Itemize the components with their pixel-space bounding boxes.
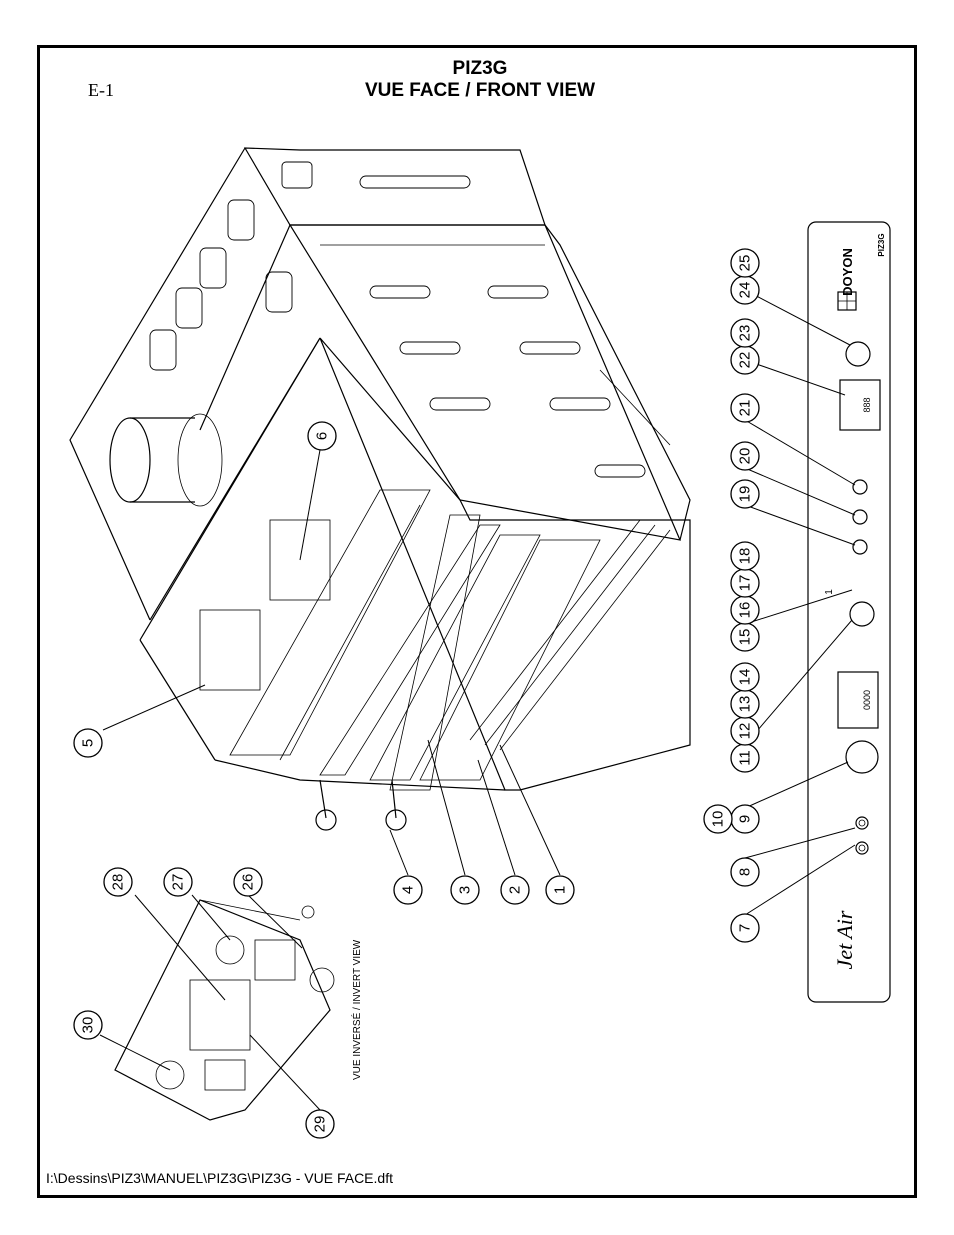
svg-text:17: 17: [737, 575, 754, 592]
drawing-title-view: VUE FACE / FRONT VIEW: [364, 80, 596, 101]
invert-view-detail: VUE INVERSÉ / INVERT VIEW: [114, 899, 363, 1121]
callout-14: 14: [730, 662, 760, 692]
callout-2: 2: [500, 875, 530, 905]
svg-text:8: 8: [737, 868, 754, 876]
svg-text:24: 24: [737, 282, 754, 299]
file-path: I:\Dessins\PIZ3\MANUEL\PIZ3G\PIZ3G - VUE…: [46, 1170, 393, 1186]
svg-text:29: 29: [312, 1116, 329, 1133]
drawing-title-model: PIZ3G: [452, 58, 508, 79]
invert-view-label: VUE INVERSÉ / INVERT VIEW: [350, 939, 363, 1080]
sheet-id: E-1: [88, 80, 114, 100]
callout-21: 21: [730, 393, 760, 423]
callout-5: 5: [73, 728, 103, 758]
callout-3: 3: [450, 875, 480, 905]
callout-24: 24: [730, 275, 760, 305]
product-name: Jet Air: [832, 910, 857, 969]
svg-text:28: 28: [110, 874, 127, 891]
model-label: PIZ3G: [877, 233, 886, 256]
svg-text:1: 1: [552, 886, 569, 894]
callout-27: 27: [163, 867, 193, 897]
callout-4: 4: [393, 875, 423, 905]
svg-text:12: 12: [737, 723, 754, 740]
svg-text:22: 22: [737, 352, 754, 369]
callout-30: 30: [73, 1010, 103, 1040]
svg-text:23: 23: [737, 325, 754, 342]
svg-text:16: 16: [737, 602, 754, 619]
callout-17: 17: [730, 568, 760, 598]
svg-text:4: 4: [400, 886, 417, 894]
control-panel: DOYON PIZ3G Jet Air 888 0000 1: [807, 221, 891, 1003]
svg-text:27: 27: [170, 874, 187, 891]
svg-text:2: 2: [507, 886, 524, 894]
callout-10: 10: [703, 804, 733, 834]
svg-text:3: 3: [457, 886, 474, 894]
callout-11: 11: [730, 743, 760, 773]
switch-position-label: 1: [824, 589, 835, 595]
svg-text:15: 15: [737, 629, 754, 646]
callout-15: 15: [730, 622, 760, 652]
callout-8: 8: [730, 857, 760, 887]
brand-logo-text: DOYON: [840, 248, 855, 296]
callout-1: 1: [545, 875, 575, 905]
svg-text:21: 21: [737, 400, 754, 417]
callout-29: 29: [305, 1109, 335, 1139]
callout-13: 13: [730, 689, 760, 719]
oven-body: [69, 147, 691, 831]
svg-text:5: 5: [80, 739, 97, 747]
svg-text:10: 10: [710, 811, 727, 828]
temperature-display: 888: [862, 397, 872, 412]
svg-text:30: 30: [80, 1017, 97, 1034]
callout-26: 26: [233, 867, 263, 897]
callout-20: 20: [730, 441, 760, 471]
svg-text:18: 18: [737, 548, 754, 565]
callout-7: 7: [730, 913, 760, 943]
leader-lines: [99, 289, 856, 1111]
svg-text:14: 14: [737, 669, 754, 686]
vent-slots: [149, 161, 646, 478]
svg-text:11: 11: [737, 750, 754, 766]
svg-text:13: 13: [737, 696, 754, 713]
callout-23: 23: [730, 318, 760, 348]
drawing-frame: [37, 45, 917, 1198]
svg-text:9: 9: [737, 815, 754, 823]
svg-text:20: 20: [737, 448, 754, 465]
svg-text:26: 26: [240, 874, 257, 891]
callout-18: 18: [730, 541, 760, 571]
timer-display: 0000: [862, 690, 872, 710]
svg-text:19: 19: [737, 486, 754, 503]
callout-28: 28: [103, 867, 133, 897]
callout-19: 19: [730, 479, 760, 509]
svg-text:7: 7: [737, 924, 754, 932]
callout-25: 25: [730, 248, 760, 278]
callout-16: 16: [730, 595, 760, 625]
svg-text:6: 6: [314, 432, 331, 440]
callout-22: 22: [730, 345, 760, 375]
callout-6: 6: [307, 421, 337, 451]
svg-text:25: 25: [737, 255, 754, 272]
callout-9: 9: [730, 804, 760, 834]
callout-12: 12: [730, 716, 760, 746]
